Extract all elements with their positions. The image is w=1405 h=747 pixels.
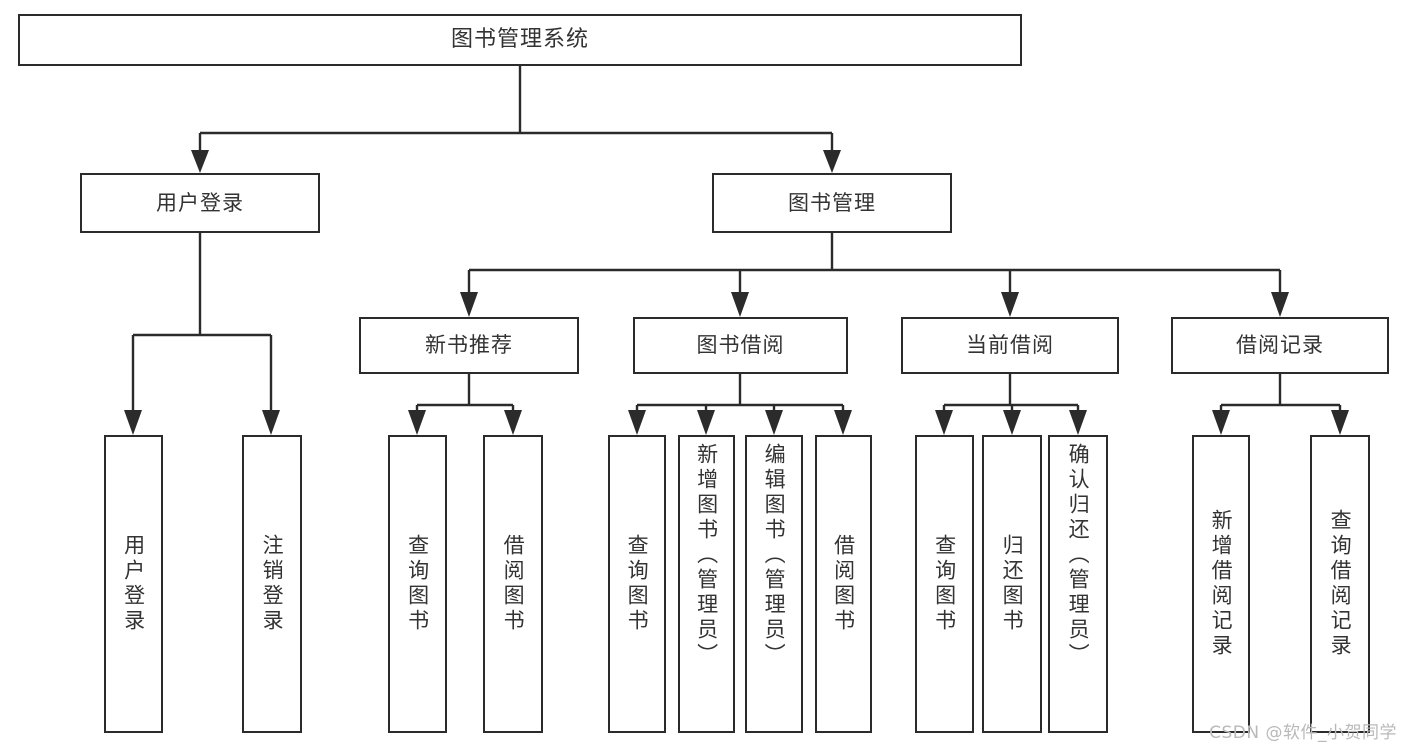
- leaf-query-book-borrow[interactable]: 查询图书: [608, 435, 666, 733]
- node-user-login[interactable]: 用户登录: [80, 173, 320, 233]
- node-root-system[interactable]: 图书管理系统: [18, 14, 1022, 66]
- leaf-query-borrow-record[interactable]: 查询借阅记录: [1310, 435, 1370, 733]
- leaf-return-book[interactable]: 归还图书: [982, 435, 1042, 733]
- leaf-query-book-current[interactable]: 查询图书: [915, 435, 974, 733]
- leaf-add-book-admin[interactable]: 新增图书（管理员）: [678, 435, 735, 733]
- node-new-book-recommend[interactable]: 新书推荐: [359, 317, 579, 374]
- leaf-add-borrow-record[interactable]: 新增借阅记录: [1192, 435, 1250, 733]
- leaf-borrow-book-recommend[interactable]: 借阅图书: [483, 435, 543, 733]
- leaf-user-login[interactable]: 用户登录: [104, 435, 163, 733]
- csdn-watermark: CSDN @软件_小贺同学: [1209, 723, 1397, 743]
- leaf-confirm-return-admin[interactable]: 确认归还（管理员）: [1048, 435, 1108, 733]
- node-book-borrow[interactable]: 图书借阅: [633, 317, 848, 374]
- leaf-query-book-recommend[interactable]: 查询图书: [388, 435, 447, 733]
- leaf-logout-login[interactable]: 注销登录: [242, 435, 302, 733]
- leaf-borrow-book-borrow[interactable]: 借阅图书: [815, 435, 872, 733]
- node-borrow-record[interactable]: 借阅记录: [1171, 317, 1389, 374]
- node-current-borrow[interactable]: 当前借阅: [901, 317, 1119, 374]
- node-book-manage[interactable]: 图书管理: [712, 173, 952, 233]
- leaf-edit-book-admin[interactable]: 编辑图书（管理员）: [745, 435, 803, 733]
